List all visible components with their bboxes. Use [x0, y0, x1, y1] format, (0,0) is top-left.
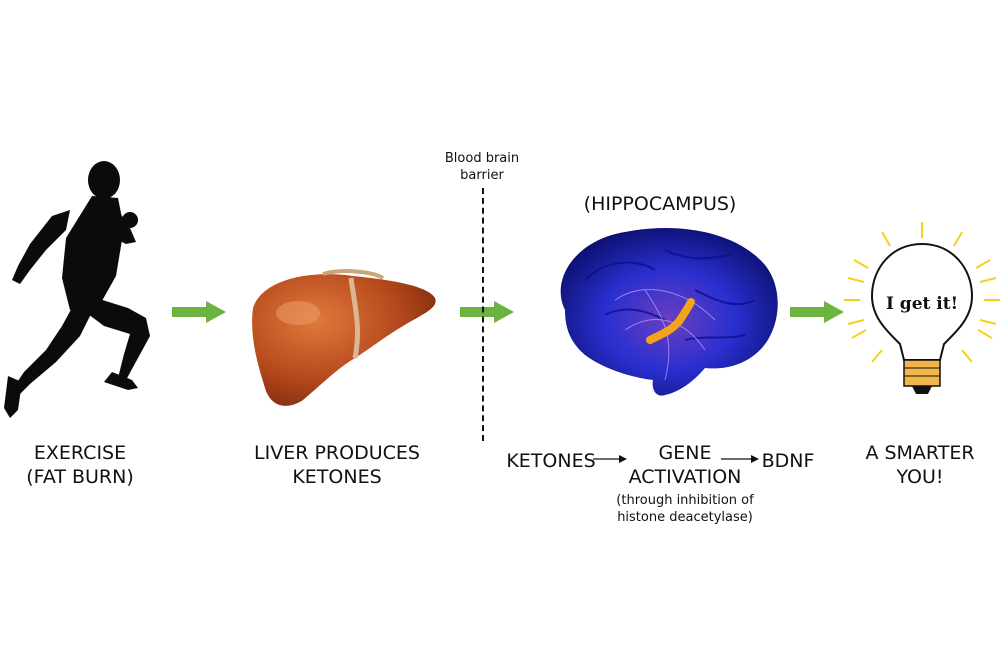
- arrow-right-icon: [721, 455, 759, 463]
- brain-icon: [560, 228, 778, 396]
- liver-icon: [252, 269, 436, 406]
- stage-exercise-line1: EXERCISE: [33, 442, 127, 464]
- arrow-right-icon: [790, 301, 844, 323]
- arrow-right-icon: [593, 455, 627, 463]
- runner-icon: [4, 161, 150, 418]
- pathway-note-line1: (through inhibition of: [616, 493, 754, 508]
- stage-exercise-line2: (FAT BURN): [26, 466, 134, 488]
- light-bulb-icon: [844, 222, 1000, 394]
- bulb-caption: I get it!: [885, 294, 959, 314]
- stage-liver-line2: KETONES: [292, 466, 382, 488]
- pathway-gene-line1: GENE: [658, 442, 712, 464]
- pathway-bdnf: BDNF: [761, 450, 815, 472]
- arrow-right-icon: [460, 301, 514, 323]
- stage-liver-line1: LIVER PRODUCES: [254, 442, 420, 464]
- pathway-gene-line2: ACTIVATION: [628, 466, 742, 488]
- stage-smarter-line1: A SMARTER: [865, 442, 975, 464]
- blood-brain-barrier-line: [482, 188, 484, 441]
- pathway-note-line2: histone deacetylase): [617, 510, 753, 525]
- arrow-right-icon: [172, 301, 226, 323]
- pathway-ketones: KETONES: [506, 450, 596, 472]
- stage-smarter-line2: YOU!: [896, 466, 944, 488]
- barrier-label-line1: Blood brain: [444, 151, 520, 166]
- barrier-label-line2: barrier: [460, 168, 504, 183]
- hippocampus-title: (HIPPOCAMPUS): [583, 193, 737, 215]
